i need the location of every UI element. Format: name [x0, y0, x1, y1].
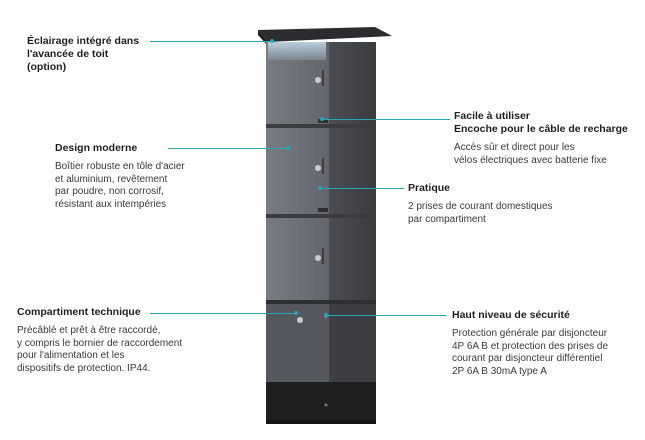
design-text: Boîtier robuste en tôle d'acier et alumi…	[55, 161, 225, 211]
easy-text: Accès sûr et direct pour les vélos élect…	[454, 142, 640, 167]
practical-text-line-2: par compartiment	[408, 213, 486, 225]
practical-text: 2 prises de courant domestiques par comp…	[408, 201, 608, 226]
roof-front	[258, 30, 268, 46]
technical-text-line-1: Précâblé et prêt à être raccordé,	[17, 325, 161, 336]
practical-title: Pratique	[408, 182, 451, 194]
lock-1-icon	[315, 77, 321, 83]
lighting-leader-dot	[270, 39, 274, 43]
design-text-line-2: et aluminium, revêtement	[55, 173, 168, 185]
easy-text-line-2: vélos électriques avec batterie fixe	[454, 154, 607, 166]
lock-2-icon	[315, 165, 321, 171]
light-glow	[268, 42, 326, 60]
compartment-1-side	[328, 42, 376, 124]
base	[266, 382, 376, 424]
security-text-line-1: Protection générale par disjoncteur	[452, 328, 608, 339]
compartment-2-side	[328, 128, 376, 214]
callout-security: Haut niveau de sécurité Protection génér…	[452, 309, 640, 378]
easy-leader-dot	[320, 117, 324, 121]
easy-text-line-1: Accès sûr et direct pour les	[454, 142, 575, 153]
callout-design: Design moderne Boîtier robuste en tôle d…	[55, 142, 225, 211]
compartment-2-door	[266, 128, 329, 214]
callout-lighting: Éclairage intégré dans l'avancée de toit…	[27, 35, 152, 74]
security-text: Protection générale par disjoncteur 4P 6…	[452, 328, 640, 378]
technical-leader-line	[150, 313, 296, 314]
design-text-line-1: Boîtier robuste en tôle d'acier	[55, 161, 185, 172]
design-leader-line	[168, 148, 288, 149]
security-text-line-3: courant par disjoncteur différentiel	[452, 353, 603, 364]
callout-technical: Compartiment technique Précâblé et prêt …	[17, 306, 227, 375]
technical-leader-dot	[294, 311, 298, 315]
technical-text: Précâblé et prêt à être raccordé, y comp…	[17, 325, 227, 375]
design-title: Design moderne	[55, 142, 138, 154]
technical-text-line-2: y compris le bornier de raccordement	[17, 337, 183, 349]
callout-practical: Pratique 2 prises de courant domestiques…	[408, 182, 608, 226]
design-text-line-3: par poudre, non corrosif,	[55, 186, 164, 197]
practical-text-line-1: 2 prises de courant domestiques	[408, 201, 553, 212]
roof	[258, 27, 392, 42]
security-text-line-2: 4P 6A B et protection des prises de	[452, 340, 609, 352]
security-text-line-4: 2P 6A B 30mA type A	[452, 365, 547, 377]
design-leader-dot	[286, 146, 290, 150]
security-title: Haut niveau de sécurité	[452, 309, 570, 321]
lighting-leader-line	[150, 41, 272, 42]
lighting-title-line-1: Éclairage intégré dans	[27, 35, 140, 47]
easy-title-line-2: Encoche pour le câble de recharge	[454, 123, 628, 135]
practical-leader-line	[320, 188, 404, 189]
lighting-title-line-2: l'avancée de toit	[27, 48, 109, 60]
handle-2	[322, 158, 324, 174]
lock-tech-icon	[297, 317, 303, 323]
technical-text-line-3: pour l'alimentation et les	[17, 350, 125, 361]
security-leader-dot	[324, 313, 328, 317]
lighting-title-line-3: (option)	[27, 61, 67, 73]
handle-3	[322, 248, 324, 264]
technical-text-line-4: dispositifs de protection. IP44.	[17, 362, 151, 374]
compartment-3-side	[328, 218, 376, 300]
cable-notch-1	[318, 119, 328, 123]
callout-easy-to-use: Facile à utiliser Encoche pour le câble …	[454, 110, 640, 167]
security-leader-line	[326, 315, 446, 316]
easy-leader-line	[322, 119, 450, 120]
easy-title-line-1: Facile à utiliser	[454, 110, 530, 122]
technical-compartment-side	[328, 304, 376, 382]
technical-title: Compartiment technique	[17, 306, 141, 318]
design-text-line-4: résistant aux intempéries	[55, 198, 167, 210]
practical-leader-dot	[318, 186, 322, 190]
lock-3-icon	[315, 255, 321, 261]
cable-notch-2	[318, 208, 328, 212]
technical-compartment-door	[266, 304, 329, 382]
handle-1	[322, 70, 324, 86]
